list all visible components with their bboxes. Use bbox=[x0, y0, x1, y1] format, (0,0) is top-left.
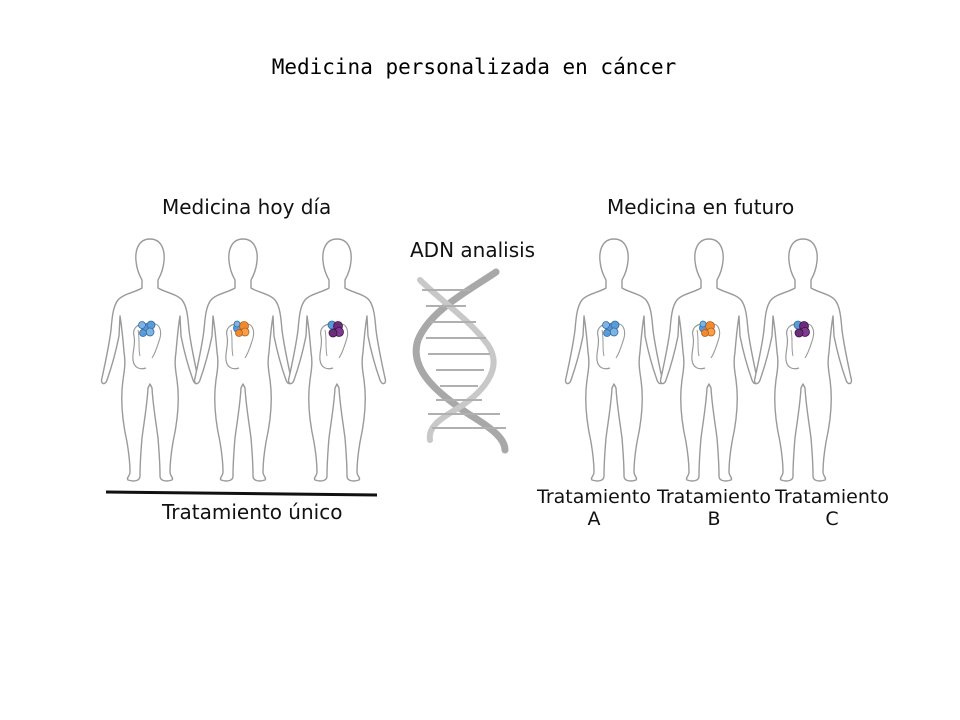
blue-tumor-icon bbox=[602, 320, 620, 337]
treatment-a-label: Tratamiento A bbox=[534, 486, 654, 530]
human-figure-5 bbox=[659, 238, 759, 482]
treatment-c-line2: C bbox=[825, 508, 839, 530]
human-figure-6 bbox=[753, 238, 853, 482]
page-title: Medicina personalizada en cáncer bbox=[271, 55, 677, 79]
treatment-divider-line bbox=[105, 490, 378, 497]
human-figure-4 bbox=[564, 238, 664, 482]
blue-tumor-icon bbox=[138, 320, 156, 337]
treatment-a-line2: A bbox=[587, 508, 601, 530]
left-panel-heading: Medicina hoy día bbox=[162, 195, 332, 219]
treatment-b-line1: Tratamiento bbox=[657, 486, 771, 508]
dna-analysis-label: ADN analisis bbox=[410, 238, 536, 262]
orange-tumor-icon bbox=[699, 320, 716, 337]
treatment-a-line1: Tratamiento bbox=[537, 486, 651, 508]
purple-tumor-icon bbox=[793, 320, 810, 338]
treatment-b-label: Tratamiento B bbox=[654, 486, 774, 530]
human-figure-1 bbox=[100, 238, 200, 482]
treatment-b-line2: B bbox=[707, 508, 721, 530]
treatment-c-label: Tratamiento C bbox=[772, 486, 892, 530]
purple-tumor-icon bbox=[327, 320, 344, 338]
human-figure-2 bbox=[193, 238, 293, 482]
dna-helix-icon bbox=[412, 268, 509, 454]
right-panel-heading: Medicina en futuro bbox=[607, 195, 795, 219]
orange-tumor-icon bbox=[233, 320, 250, 337]
human-figure-3 bbox=[287, 238, 387, 482]
treatment-c-line1: Tratamiento bbox=[775, 486, 889, 508]
single-treatment-label: Tratamiento único bbox=[162, 500, 343, 524]
